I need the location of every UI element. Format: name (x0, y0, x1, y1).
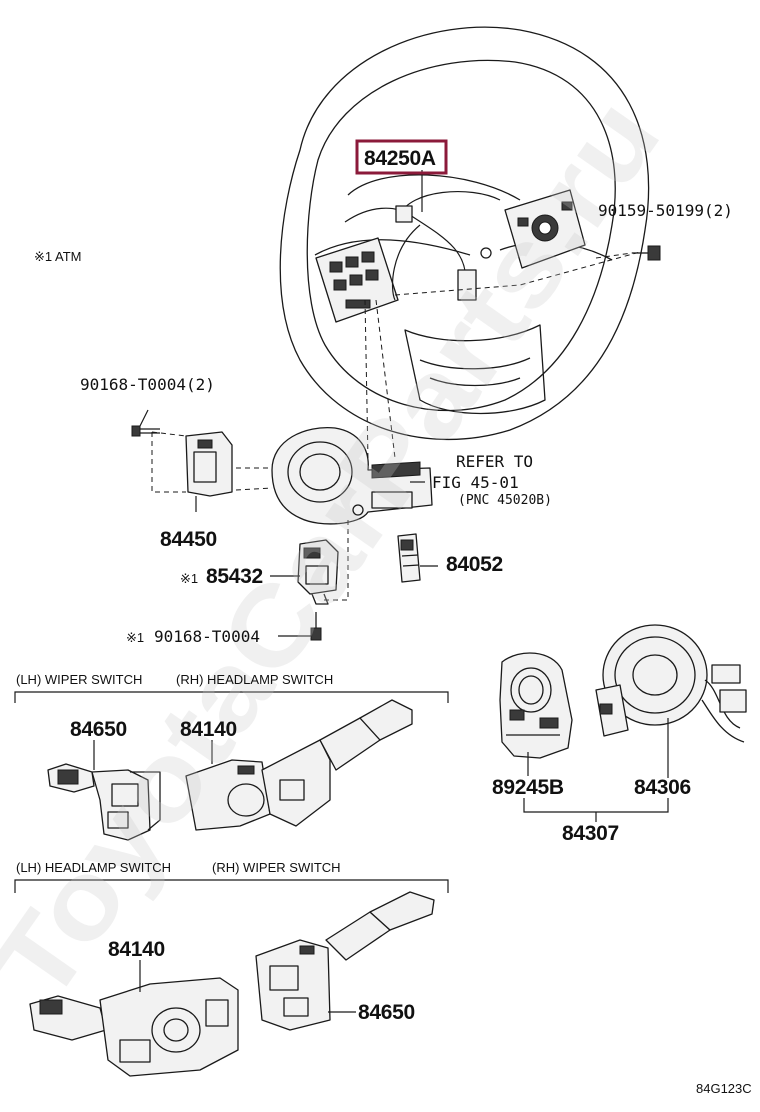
watermark: ToyotaCarParts.ru (0, 77, 683, 1024)
part-label-89245b[interactable]: 89245B (492, 776, 564, 799)
part-label-90168-t0004-2[interactable]: 90168-T0004(2) (80, 375, 215, 394)
section-title-lh-headlamp-bottom: (LH) HEADLAMP SWITCH (16, 860, 171, 875)
connector-84052 (397, 533, 421, 583)
highlight-box (355, 139, 448, 175)
part-label-84650-top[interactable]: 84650 (70, 718, 127, 741)
section-title-lh-wiper-top: (LH) WIPER SWITCH (16, 672, 142, 687)
wiper-switch-lh-top (47, 763, 161, 841)
sensor-85432 (297, 539, 339, 605)
part-label-90168-t0004[interactable]: 90168-T0004 (154, 627, 260, 646)
diagram-code: 84G123C (696, 1081, 752, 1096)
refer-line-2[interactable]: FIG 45-01 (432, 473, 519, 492)
part-label-84450[interactable]: 84450 (160, 528, 217, 551)
part-label-84650-bottom[interactable]: 84650 (358, 1001, 415, 1024)
headlamp-switch-rh-top (185, 699, 413, 831)
headlamp-switch-lh-bottom (29, 977, 239, 1077)
sensor-prefix: ※1 (180, 571, 198, 586)
part-label-84307[interactable]: 84307 (562, 822, 619, 845)
bracket-84450 (151, 431, 233, 497)
part-label-84306[interactable]: 84306 (634, 776, 691, 799)
refer-line-3: (PNC 45020B) (458, 493, 552, 508)
screw-upper-icon (131, 425, 160, 437)
section-title-rh-wiper-bottom: (RH) WIPER SWITCH (212, 860, 341, 875)
part-label-85432[interactable]: 85432 (206, 565, 263, 588)
screw-lower-prefix: ※1 (126, 630, 144, 645)
part-label-84140-top[interactable]: 84140 (180, 718, 237, 741)
part-label-90159-50199[interactable]: 90159-50199(2) (598, 201, 733, 220)
wiper-switch-rh-bottom (255, 891, 435, 1031)
steering-wheel (279, 26, 650, 441)
section-bracket-bottom (14, 879, 449, 893)
refer-line-1[interactable]: REFER TO (456, 452, 533, 471)
part-label-84052[interactable]: 84052 (446, 553, 503, 576)
section-title-rh-headlamp-top: (RH) HEADLAMP SWITCH (176, 672, 333, 687)
part-label-84250a[interactable]: 84250A (364, 147, 436, 170)
note-atm: ※1 ATM (34, 249, 82, 264)
spiral-sub-89245b (499, 652, 573, 759)
spiral-cable-84306 (595, 624, 747, 743)
part-label-84140-bottom[interactable]: 84140 (108, 938, 165, 961)
section-bracket-top (14, 691, 449, 703)
screw-wheel-icon (595, 245, 661, 261)
column-switch-body (235, 299, 433, 601)
assembly-bracket (523, 798, 669, 813)
leader-lines (93, 170, 669, 1013)
